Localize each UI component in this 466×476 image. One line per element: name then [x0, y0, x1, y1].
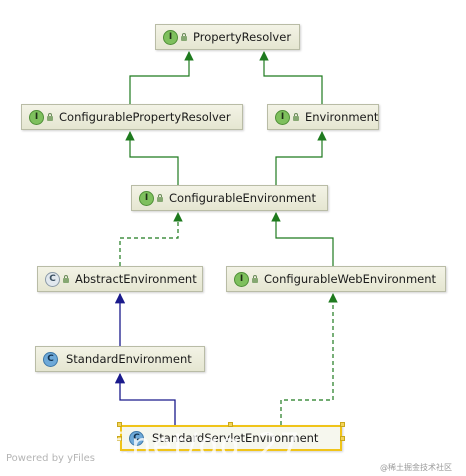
selection-handle[interactable] [340, 422, 345, 427]
node-label: AbstractEnvironment [75, 272, 197, 286]
lock-icon [63, 275, 69, 283]
node-label: ConfigurableWebEnvironment [264, 272, 437, 286]
lock-icon [47, 113, 53, 121]
node-configurablewebenvironment[interactable]: I ConfigurableWebEnvironment [226, 266, 446, 292]
selection-handle[interactable] [117, 436, 122, 441]
node-label: PropertyResolver [193, 30, 292, 44]
class-icon: C [43, 351, 58, 367]
selection-handle[interactable] [340, 436, 345, 441]
edge-configurableenvironment-to-configurablepropertyresolver [125, 131, 179, 185]
edge-configurableenvironment-to-environment [275, 131, 327, 185]
edge-configurablewebenvironment-to-configurableenvironment [271, 212, 334, 266]
lock-icon [157, 194, 163, 202]
edge-environment-to-propertyresolver [259, 51, 323, 104]
edge-standardservletenvironment-to-standardenvironment [114, 372, 176, 425]
node-label: Environment [305, 110, 379, 124]
lock-icon [252, 275, 258, 283]
lock-icon [293, 113, 299, 121]
node-environment[interactable]: I Environment [267, 104, 379, 130]
node-label: ConfigurableEnvironment [169, 191, 316, 205]
interface-icon: I [234, 271, 249, 287]
powered-by-label: Powered by yFiles [6, 453, 95, 464]
node-propertyresolver[interactable]: I PropertyResolver [155, 24, 300, 50]
node-configurableenvironment[interactable]: I ConfigurableEnvironment [131, 185, 328, 211]
interface-icon: I [29, 109, 44, 125]
edge-abstractenvironment-implements-configurableenvironment [119, 212, 183, 266]
node-label: StandardServletEnvironment [152, 431, 319, 445]
node-label: ConfigurablePropertyResolver [59, 110, 231, 124]
selection-handle[interactable] [228, 422, 233, 427]
node-label: StandardEnvironment [66, 352, 192, 366]
source-watermark: @稀土掘金技术社区 [380, 463, 452, 472]
interface-icon: I [139, 190, 154, 206]
edge-configurablepropertyresolver-to-propertyresolver [129, 51, 194, 104]
interface-icon: I [163, 29, 178, 45]
node-configurablepropertyresolver[interactable]: I ConfigurablePropertyResolver [21, 104, 243, 130]
lock-icon [181, 33, 187, 41]
interface-icon: I [275, 109, 290, 125]
abstract-class-icon: C [45, 271, 60, 287]
watermark-text: f.net/qq_27 [110, 426, 301, 464]
class-icon: C [129, 430, 144, 446]
node-standardenvironment[interactable]: C StandardEnvironment [35, 346, 205, 372]
edge-standardservletenvironment-implements-configurablewebenvironment [280, 293, 338, 425]
selection-handle[interactable] [117, 422, 122, 427]
node-abstractenvironment[interactable]: C AbstractEnvironment [37, 266, 203, 292]
